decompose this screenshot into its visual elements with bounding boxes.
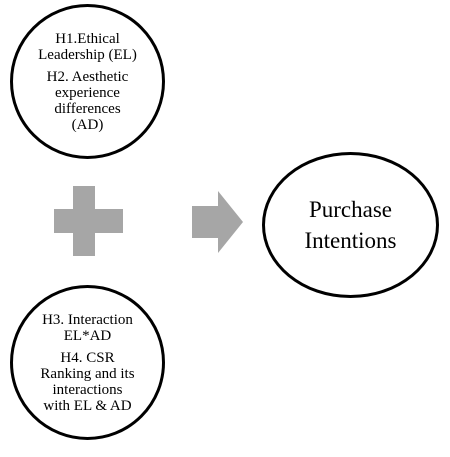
arrow-right-icon (192, 191, 243, 253)
hypothesis-h4: H4. CSR Ranking and its interactions wit… (40, 349, 135, 414)
outcome-circle: Purchase Intentions (262, 152, 439, 298)
hypothesis-h1: H1.Ethical Leadership (EL) (38, 30, 137, 63)
plus-icon (54, 186, 123, 256)
hypotheses-circle-bottom: H3. Interaction EL*AD H4. CSR Ranking an… (10, 285, 165, 440)
outcome-label: Purchase Intentions (304, 197, 397, 253)
hypothesis-h3: H3. Interaction EL*AD (42, 311, 133, 344)
hypotheses-circle-top: H1.Ethical Leadership (EL) H2. Aesthetic… (10, 4, 165, 159)
hypothesis-h2: H2. Aesthetic experience differences (AD… (46, 68, 129, 133)
